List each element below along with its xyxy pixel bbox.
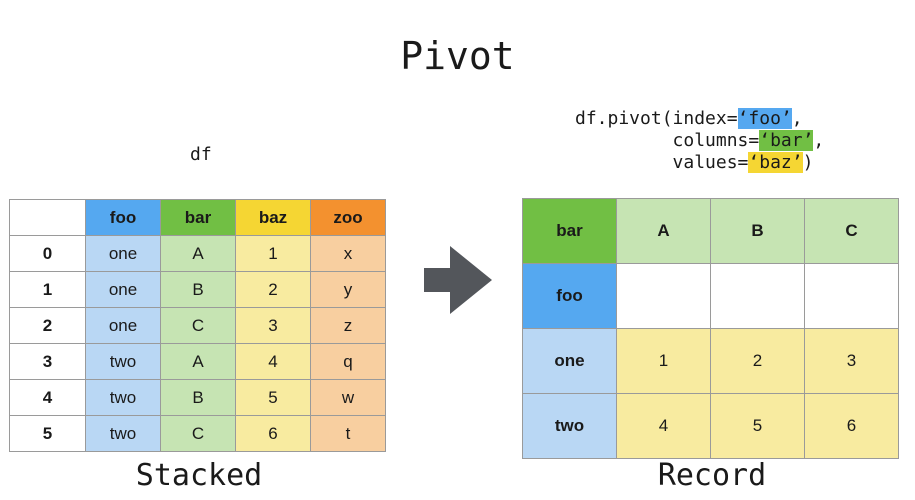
cell-baz: 5	[235, 379, 311, 416]
row-index: 2	[9, 307, 86, 344]
header-bar: bar	[160, 199, 236, 236]
cell-baz: 1	[235, 235, 311, 272]
code-index-value: ‘foo’	[737, 108, 792, 129]
cell-zoo: t	[310, 415, 386, 452]
table-row: 0 one A 1 x	[9, 235, 386, 272]
cell-zoo: z	[310, 307, 386, 344]
row-index: 0	[9, 235, 86, 272]
header-baz: baz	[235, 199, 311, 236]
table-row: two 4 5 6	[522, 393, 899, 459]
code-line2-suffix: ,	[813, 130, 825, 151]
code-line2-prefix: columns=	[575, 130, 760, 151]
cell-bar: B	[160, 271, 236, 308]
header-zoo: zoo	[310, 199, 386, 236]
code-values-value: ‘baz’	[748, 152, 803, 173]
record-caption: Record	[657, 458, 767, 493]
empty-cell	[616, 263, 711, 329]
code-line1-prefix: df.pivot(index=	[575, 108, 738, 129]
row-index: 5	[9, 415, 86, 452]
record-value-cell: 2	[710, 328, 805, 394]
table-row: one 1 2 3	[522, 328, 899, 394]
empty-cell	[804, 263, 899, 329]
table-row: 3 two A 4 q	[9, 343, 386, 380]
code-columns-value: ‘bar’	[759, 130, 814, 151]
stacked-table: foo bar baz zoo 0 one A 1 x 1 one B 2 y …	[9, 199, 386, 452]
stacked-caption: Stacked	[135, 458, 263, 493]
record-index-name-row: foo	[522, 263, 899, 329]
code-line3-prefix: values=	[575, 152, 749, 173]
record-value-cell: 1	[616, 328, 711, 394]
record-col-header: B	[710, 198, 805, 264]
record-value-cell: 4	[616, 393, 711, 459]
df-label: df	[190, 144, 212, 165]
cell-foo: two	[85, 379, 161, 416]
cell-baz: 3	[235, 307, 311, 344]
row-index: 3	[9, 343, 86, 380]
cell-foo: one	[85, 307, 161, 344]
cell-bar: A	[160, 343, 236, 380]
table-row: 4 two B 5 w	[9, 379, 386, 416]
record-table: bar A B C foo one 1 2 3 two 4 5 6	[522, 198, 899, 459]
header-foo: foo	[85, 199, 161, 236]
record-corner-bar: bar	[522, 198, 617, 264]
record-col-header: C	[804, 198, 899, 264]
cell-baz: 4	[235, 343, 311, 380]
table-row: 5 two C 6 t	[9, 415, 386, 452]
cell-zoo: q	[310, 343, 386, 380]
cell-bar: C	[160, 307, 236, 344]
code-line3-suffix: )	[802, 152, 814, 173]
record-row-label: two	[522, 393, 617, 459]
cell-zoo: w	[310, 379, 386, 416]
record-header-row: bar A B C	[522, 198, 899, 264]
code-line1-suffix: ,	[791, 108, 803, 129]
cell-foo: one	[85, 235, 161, 272]
stacked-corner-cell	[9, 199, 86, 236]
record-value-cell: 5	[710, 393, 805, 459]
page-title: Pivot	[400, 34, 515, 78]
cell-foo: one	[85, 271, 161, 308]
row-index: 4	[9, 379, 86, 416]
pivot-code: df.pivot(index=‘foo’, columns=‘bar’, val…	[575, 108, 824, 174]
record-index-name-foo: foo	[522, 263, 617, 329]
cell-baz: 2	[235, 271, 311, 308]
cell-zoo: y	[310, 271, 386, 308]
cell-bar: A	[160, 235, 236, 272]
cell-baz: 6	[235, 415, 311, 452]
cell-zoo: x	[310, 235, 386, 272]
cell-foo: two	[85, 343, 161, 380]
stacked-header-row: foo bar baz zoo	[9, 199, 386, 236]
record-row-label: one	[522, 328, 617, 394]
record-col-header: A	[616, 198, 711, 264]
row-index: 1	[9, 271, 86, 308]
cell-bar: B	[160, 379, 236, 416]
cell-foo: two	[85, 415, 161, 452]
record-value-cell: 3	[804, 328, 899, 394]
table-row: 1 one B 2 y	[9, 271, 386, 308]
right-arrow-icon	[424, 246, 492, 314]
empty-cell	[710, 263, 805, 329]
cell-bar: C	[160, 415, 236, 452]
table-row: 2 one C 3 z	[9, 307, 386, 344]
record-value-cell: 6	[804, 393, 899, 459]
